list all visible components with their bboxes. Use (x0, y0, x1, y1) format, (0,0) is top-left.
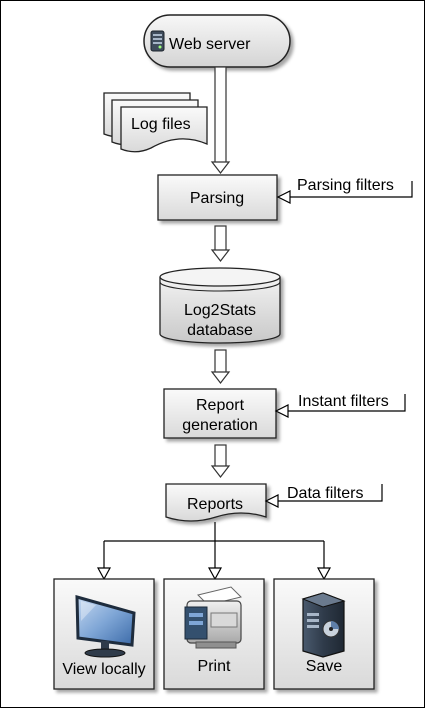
server-small-icon (150, 30, 165, 52)
database-label-line1: Log2Stats (184, 302, 256, 319)
database-node (159, 267, 281, 344)
data-filters-bracket: Data filters (264, 484, 383, 508)
output-view-locally: View locally (53, 578, 155, 690)
output-save: Save (273, 578, 375, 690)
printer-icon (184, 586, 242, 649)
report-generation-node: Report generation (163, 388, 277, 439)
save-label: Save (306, 658, 343, 675)
report-generation-label-line1: Report (196, 397, 245, 414)
parsing-filters-label: Parsing filters (297, 177, 394, 194)
output-branch-connector (96, 522, 332, 581)
database-label-line2: database (187, 322, 253, 339)
arrow-database-to-report (210, 349, 231, 384)
report-generation-label-line2: generation (182, 417, 258, 434)
reports-label: Reports (187, 496, 243, 513)
log-files-label: Log files (131, 116, 191, 133)
monitor-icon (75, 595, 136, 658)
log-files-node: Log files (103, 92, 208, 153)
output-print: Print (163, 578, 265, 690)
instant-filters-label: Instant filters (298, 393, 389, 410)
print-label: Print (198, 658, 231, 675)
web-server-node: Web server (143, 14, 291, 68)
data-filters-label: Data filters (287, 485, 363, 502)
arrow-report-to-reports (210, 444, 231, 478)
parsing-node: Parsing (157, 174, 278, 221)
view-locally-label: View locally (62, 661, 145, 678)
reports-node (165, 483, 267, 522)
parsing-label: Parsing (190, 190, 244, 207)
arrow-parsing-to-database (210, 225, 231, 262)
parsing-filters-bracket: Parsing filters (276, 177, 413, 204)
arrow-webserver-to-parsing (210, 66, 231, 174)
web-server-label: Web server (169, 36, 251, 53)
server-icon (301, 592, 346, 658)
instant-filters-bracket: Instant filters (274, 393, 406, 418)
